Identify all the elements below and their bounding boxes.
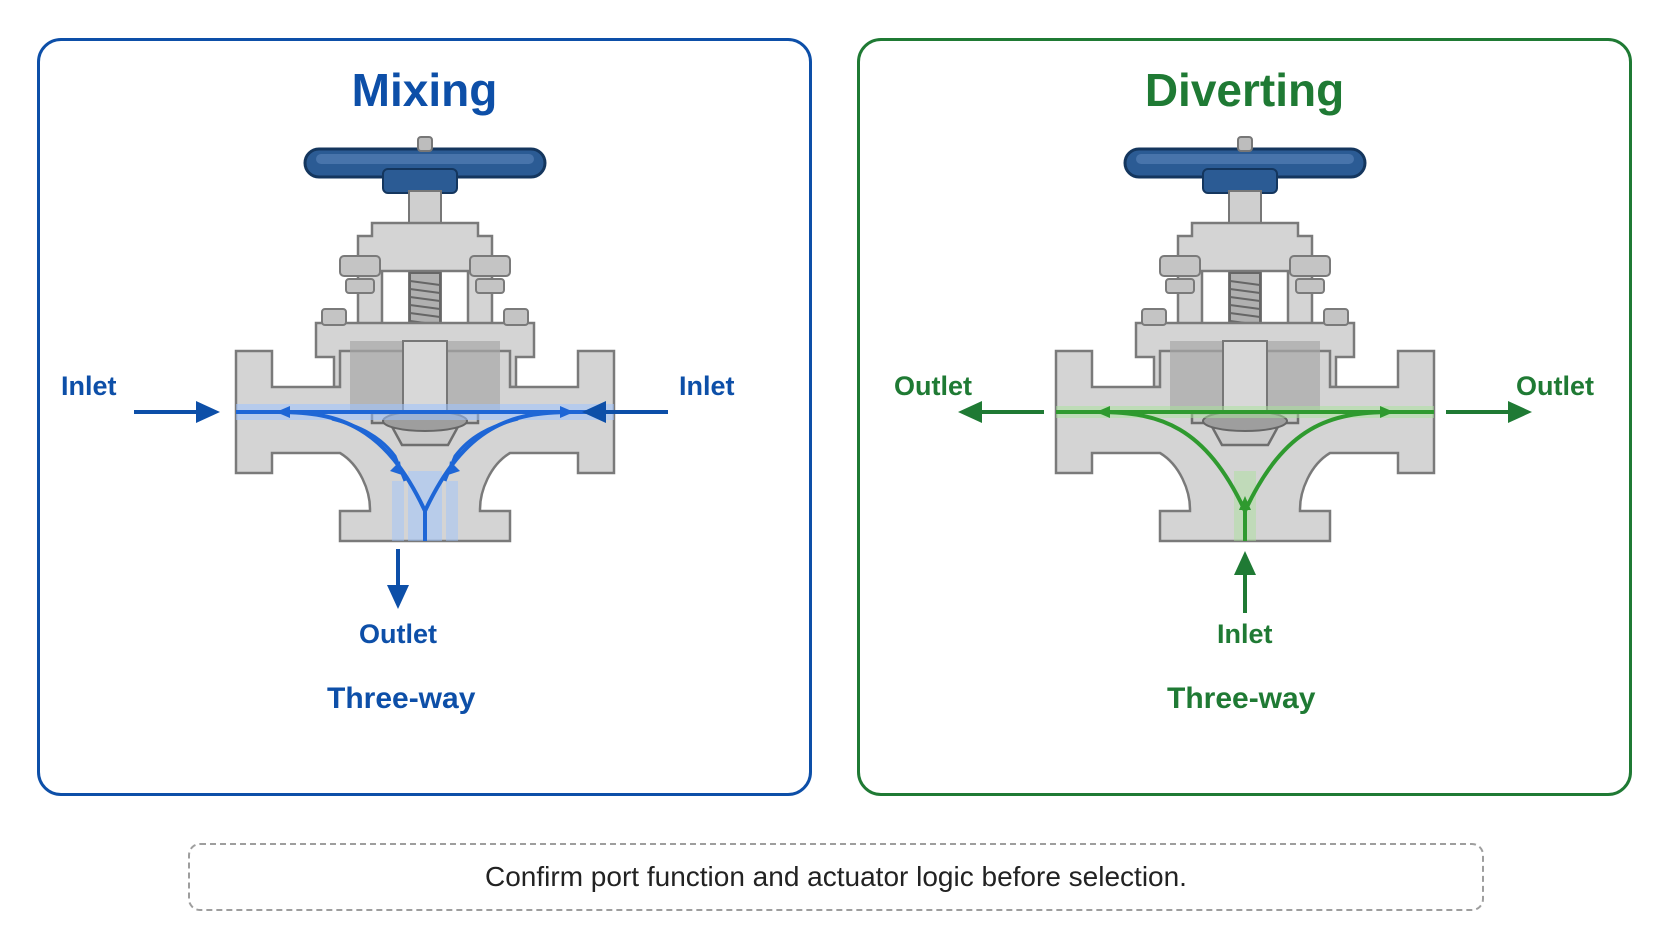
- mixing-valve-diagram: [134, 136, 668, 609]
- mixing-subtitle: Three-way: [327, 682, 476, 715]
- mixing-bottom-label: Outlet: [359, 619, 437, 649]
- valve-body: [1054, 136, 1436, 543]
- diverting-bottom-label: Inlet: [1217, 619, 1273, 649]
- mixing-title: Mixing: [351, 64, 498, 116]
- mixing-flow-paths: [236, 404, 614, 541]
- diverting-panel: Diverting: [857, 38, 1632, 796]
- selection-note: Confirm port function and actuator logic…: [188, 843, 1484, 911]
- diverting-right-label: Outlet: [1516, 371, 1594, 401]
- diverting-subtitle: Three-way: [1167, 682, 1316, 715]
- outlet-arrow-down-icon: [387, 549, 409, 609]
- diverting-left-label: Outlet: [894, 371, 972, 401]
- mixing-left-label: Inlet: [61, 371, 117, 401]
- inlet-arrow-up-icon: [1234, 551, 1256, 613]
- valve-body: [234, 136, 616, 543]
- inlet-arrow-right-icon: [582, 401, 668, 423]
- inlet-arrow-left-icon: [134, 401, 220, 423]
- outlet-arrow-left-icon: [958, 401, 1044, 423]
- mixing-panel: Mixing: [37, 38, 812, 796]
- mixing-right-label: Inlet: [679, 371, 735, 401]
- diverting-title: Diverting: [1144, 64, 1345, 116]
- outlet-arrow-right-icon: [1446, 401, 1532, 423]
- diverting-valve-diagram: [958, 136, 1532, 613]
- selection-note-text: Confirm port function and actuator logic…: [485, 861, 1187, 892]
- diverting-flow-paths: [1056, 406, 1434, 541]
